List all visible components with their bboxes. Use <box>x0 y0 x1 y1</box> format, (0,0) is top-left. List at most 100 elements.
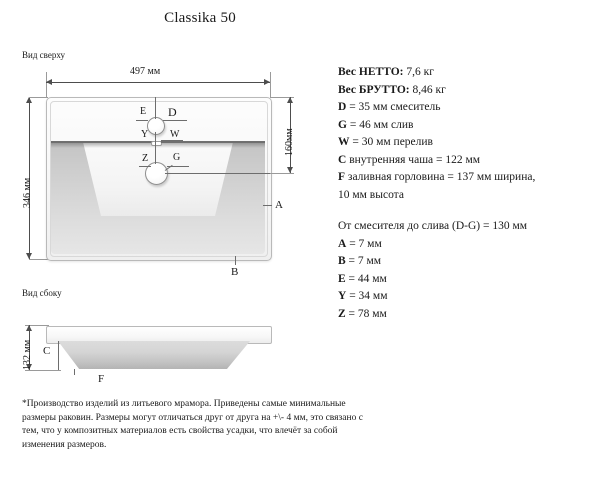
callout-g: G <box>173 152 181 163</box>
spec-value: = 78 мм <box>345 307 387 320</box>
callout-e: E <box>140 106 147 117</box>
spec-row: Вес БРУТТО: 8,46 кг <box>338 82 588 100</box>
spec-key: F <box>338 171 346 183</box>
arrow-height-top <box>26 97 32 103</box>
callout-z: Z <box>142 153 149 164</box>
callout-b: B <box>231 266 239 278</box>
extension-line-bottom-height <box>29 259 48 260</box>
spec-value: = 44 мм <box>345 272 387 285</box>
callout-y: Y <box>141 129 149 140</box>
arrow-height-bottom <box>26 253 32 259</box>
spec-row: D = 35 мм смеситель <box>338 99 588 117</box>
side-view-caption: Вид сбоку <box>22 288 62 298</box>
dimension-line-width <box>46 82 270 83</box>
dimension-132-label: 132 мм <box>22 339 33 370</box>
callout-d: D <box>168 105 177 119</box>
arrow-132-bottom <box>26 364 32 370</box>
dimension-line-160 <box>290 97 291 173</box>
basin-rim-inner-outline <box>50 101 268 257</box>
spec-row: Вес НЕТТО: 7,6 кг <box>338 64 588 82</box>
spec-row: G = 46 мм слив <box>338 117 588 135</box>
leader-y <box>139 142 151 143</box>
spec-row: От смесителя до слива (D-G) = 130 мм <box>338 218 588 236</box>
faucet-hole <box>147 117 165 135</box>
top-view-caption: Вид сверху <box>22 50 65 60</box>
spec-key: C <box>338 153 347 166</box>
spec-key: B <box>338 255 346 267</box>
spec-key: G <box>338 118 347 131</box>
page-title: Classika 50 <box>164 10 236 26</box>
spec-row: Z = 78 мм <box>338 306 588 324</box>
spec-key: A <box>338 237 347 250</box>
leader-b <box>235 256 236 265</box>
extension-line-132-top <box>25 325 49 326</box>
spec-key: D <box>338 101 347 113</box>
callout-w: W <box>170 129 180 140</box>
leader-c <box>58 341 59 370</box>
arrow-width-left <box>46 79 52 85</box>
spec-value: От смесителя до слива (D-G) = 130 мм <box>338 220 528 232</box>
center-axis-line-mid <box>155 132 156 164</box>
basin-bowl-side-shading <box>58 341 250 369</box>
footnote-text: *Производство изделий из литьевого мрамо… <box>22 399 363 450</box>
extension-line-160-top <box>270 97 294 98</box>
leader-w-vertical <box>161 140 162 143</box>
dimension-width-label: 497 мм <box>130 66 161 77</box>
spec-row: W = 30 мм перелив <box>338 134 588 152</box>
basin-bowl-side-view <box>58 341 250 369</box>
spec-value: = 30 мм перелив <box>349 136 433 148</box>
arrow-160-top <box>287 97 293 103</box>
spec-row: A = 7 мм <box>338 236 588 254</box>
leader-z <box>139 166 151 167</box>
spec-value: внутренняя чаша = 122 мм <box>346 153 481 166</box>
spec-key: Z <box>338 307 346 320</box>
extension-line-160-bottom <box>270 173 294 174</box>
spec-row: E = 44 мм <box>338 271 588 289</box>
spec-value: 7,6 кг <box>403 66 434 78</box>
dimension-height-label: 346 мм <box>22 177 33 208</box>
spec-key: Y <box>338 290 347 302</box>
spec-key: W <box>338 136 350 148</box>
spec-spacer <box>338 204 588 218</box>
spec-value: = 35 мм смеситель <box>346 101 441 113</box>
leader-g-extension <box>165 173 283 174</box>
arrow-132-top <box>26 325 32 331</box>
spec-value: 10 мм высота <box>338 188 404 201</box>
dimension-line-height <box>29 97 30 259</box>
leader-d <box>163 120 187 121</box>
center-axis-line <box>155 97 156 119</box>
extension-line-right-width <box>270 72 271 98</box>
spec-row: B = 7 мм <box>338 253 588 271</box>
overflow-slot <box>151 141 162 146</box>
basin-bowl-top-view <box>51 142 265 254</box>
spec-value: = 46 мм слив <box>346 118 414 131</box>
arrow-width-right <box>264 79 270 85</box>
leader-g-underline <box>167 166 189 167</box>
leader-a <box>263 205 272 206</box>
extension-line-132-bottom <box>25 370 61 371</box>
spec-value: 8,46 кг <box>409 83 446 96</box>
spec-row: F заливная горловина = 137 мм ширина, <box>338 169 588 187</box>
extension-line-left-width <box>46 72 47 98</box>
spec-value: = 34 мм <box>346 290 388 302</box>
arrow-160-bottom <box>287 167 293 173</box>
spec-key: Вес БРУТТО: <box>338 83 410 96</box>
spec-value: = 7 мм <box>346 237 382 250</box>
spec-row: C внутренняя чаша = 122 мм <box>338 152 588 170</box>
leader-w <box>161 140 183 141</box>
spec-row: 10 мм высота <box>338 187 588 205</box>
leader-f <box>74 369 75 375</box>
spec-key: E <box>338 272 346 285</box>
callout-a: A <box>275 199 283 211</box>
callout-f: F <box>98 373 105 385</box>
spec-value: = 7 мм <box>345 255 382 267</box>
dimension-line-132 <box>29 325 30 370</box>
spec-key: Вес НЕТТО: <box>338 66 404 78</box>
leader-e <box>136 120 148 121</box>
spec-value: заливная горловина = 137 мм ширина, <box>345 171 536 183</box>
extension-line-top-height <box>29 97 48 98</box>
dimension-160-label: 160мм <box>284 128 295 156</box>
callout-c: C <box>43 345 51 357</box>
spec-panel: Вес НЕТТО: 7,6 кг Вес БРУТТО: 8,46 кг D … <box>338 64 588 323</box>
spec-row: Y = 34 мм <box>338 288 588 306</box>
